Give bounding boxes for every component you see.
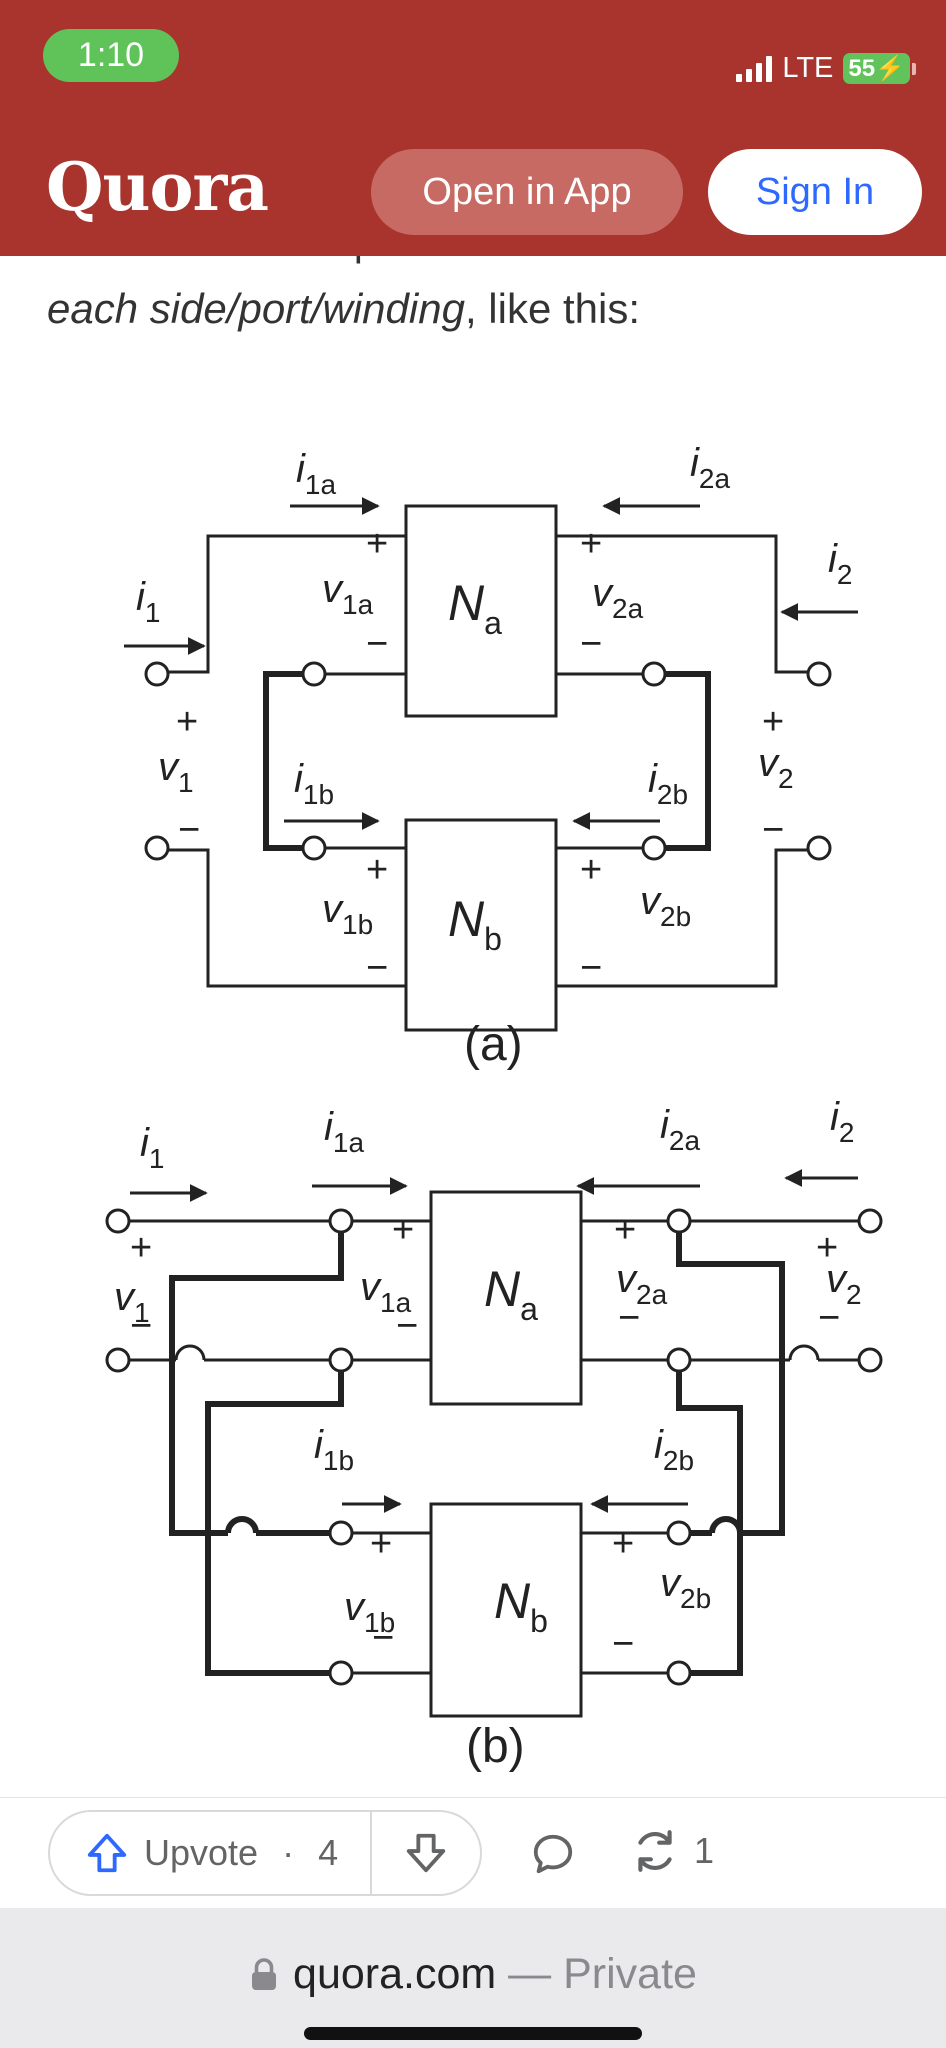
svg-text:+: +: [370, 1523, 392, 1565]
svg-text:+: +: [580, 523, 602, 565]
svg-text:−: −: [580, 947, 602, 989]
svg-text:+: +: [392, 1209, 414, 1251]
svg-text:+: +: [816, 1227, 838, 1269]
answer-action-bar: Upvote · 4 1: [0, 1797, 946, 1908]
label-a-v2a: v2a: [592, 571, 644, 624]
label-a-v2: v2: [758, 741, 794, 794]
share-count: 1: [694, 1830, 715, 1871]
status-right: LTE 55⚡: [736, 52, 916, 85]
label-b-i2: i2: [830, 1095, 854, 1148]
answer-text-italic: each side/port/winding: [47, 285, 465, 332]
label-a-i2: i2: [828, 537, 852, 590]
svg-text:−: −: [366, 623, 388, 665]
browser-url-bar[interactable]: quora.com — Private: [0, 1908, 946, 2048]
battery-level: 55⚡: [843, 53, 910, 84]
label-b-v1b: v1b: [344, 1585, 395, 1638]
svg-text:−: −: [366, 947, 388, 989]
svg-text:−: −: [396, 1305, 418, 1347]
comment-button[interactable]: [529, 1830, 577, 1878]
upvote-label: Upvote: [144, 1832, 259, 1873]
open-in-app-button[interactable]: Open in App: [371, 149, 683, 235]
block-na-b: [429, 1190, 583, 1406]
upvote-button[interactable]: Upvote · 4: [50, 1812, 372, 1894]
answer-text-line: each side/port/winding, like this:: [47, 285, 640, 333]
label-b-v1: v1: [114, 1275, 150, 1328]
label-b-v2: v2: [826, 1257, 862, 1310]
svg-text:+: +: [580, 849, 602, 891]
vote-group: Upvote · 4: [48, 1810, 482, 1896]
comment-bubble-icon: [533, 1834, 573, 1874]
upvote-separator: ·: [272, 1832, 305, 1873]
lock-icon: [252, 1957, 277, 1990]
label-b-i2a: i2a: [660, 1103, 700, 1156]
app-header: 1:10 LTE 55⚡ Quora Open in App Sign In: [0, 0, 946, 256]
label-b-v2b: v2b: [660, 1561, 711, 1614]
svg-text:+: +: [176, 701, 198, 743]
url-display[interactable]: quora.com — Private: [0, 1950, 946, 1999]
diagram-b: i1 i1a i2a i2 v1 v1a v2a v2 i1b i2b v1b …: [105, 1095, 883, 1773]
block-nb: [404, 818, 558, 1032]
label-b-i2b: i2b: [654, 1423, 694, 1476]
label-a-i2b: i2b: [648, 757, 688, 810]
svg-text:+: +: [612, 1523, 634, 1565]
label-b-i1: i1: [140, 1121, 164, 1174]
svg-text:+: +: [366, 849, 388, 891]
upvote-count: 4: [318, 1832, 339, 1873]
block-nb-b: [429, 1502, 583, 1718]
svg-text:+: +: [366, 523, 388, 565]
svg-text:−: −: [178, 809, 200, 851]
svg-text:−: −: [612, 1623, 634, 1665]
home-indicator[interactable]: [304, 2027, 642, 2040]
label-a-v1b: v1b: [322, 887, 373, 940]
downvote-arrow-icon: [406, 1833, 446, 1873]
url-domain: quora.com: [293, 1950, 497, 1998]
network-type: LTE: [782, 52, 834, 84]
svg-text:−: −: [618, 1297, 640, 1339]
svg-text:+: +: [614, 1209, 636, 1251]
battery-charging-icon: 55⚡: [843, 53, 916, 84]
label-b-v1a: v1a: [360, 1265, 412, 1318]
svg-text:−: −: [762, 809, 784, 851]
label-b-i1b: i1b: [314, 1423, 354, 1476]
status-time: 1:10: [43, 29, 179, 82]
svg-text:−: −: [372, 1617, 394, 1659]
sign-in-button[interactable]: Sign In: [708, 149, 922, 235]
share-button[interactable]: 1: [630, 1826, 714, 1876]
label-a-v2b: v2b: [640, 879, 691, 932]
caption-a: (a): [464, 1018, 523, 1071]
svg-text:−: −: [818, 1297, 840, 1339]
quora-logo[interactable]: Quora: [46, 148, 269, 226]
url-private-label: Private: [563, 1950, 697, 1998]
block-na: [404, 504, 558, 718]
signal-bars-icon: [736, 55, 773, 82]
answer-text-rest: , like this:: [464, 285, 640, 332]
caption-b: (b): [466, 1720, 525, 1773]
downvote-button[interactable]: [372, 1812, 480, 1894]
label-b-i1a: i1a: [324, 1105, 364, 1158]
label-b-na: Na: [484, 1261, 538, 1327]
url-separator: —: [496, 1950, 564, 1998]
label-b-v2a: v2a: [616, 1257, 668, 1310]
two-port-network-diagram: i1a i2a i1 i2 v1a v2a v1 v2 i1b i2b v1b …: [105, 441, 883, 1773]
label-a-v1: v1: [158, 745, 194, 798]
label-a-nb: Nb: [448, 891, 502, 957]
svg-text:−: −: [130, 1305, 152, 1347]
svg-text:+: +: [130, 1227, 152, 1269]
label-a-i2a: i2a: [690, 441, 730, 494]
label-a-i1b: i1b: [294, 757, 334, 810]
reshare-icon: [638, 1830, 672, 1872]
label-a-i1: i1: [136, 575, 160, 628]
svg-text:+: +: [762, 701, 784, 743]
label-a-na: Na: [448, 575, 502, 641]
upvote-arrow-icon: [87, 1833, 127, 1873]
label-a-i1a: i1a: [296, 447, 336, 500]
svg-text:−: −: [580, 623, 602, 665]
diagram-a: i1a i2a i1 i2 v1a v2a v1 v2 i1b i2b v1b …: [124, 441, 858, 1071]
label-b-nb: Nb: [494, 1573, 548, 1639]
label-a-v1a: v1a: [322, 567, 374, 620]
